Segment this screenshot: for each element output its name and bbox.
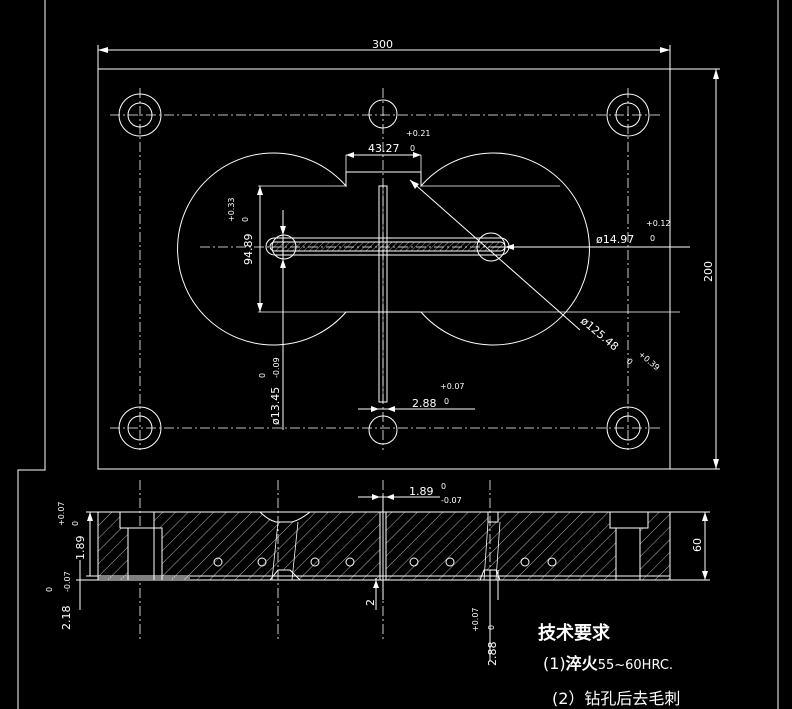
requirement-item-2: (2）钻孔后去毛刺 (552, 689, 680, 708)
dim-bottom: 2.88 (486, 642, 499, 667)
dumbbell-cavity (177, 152, 590, 346)
dim-small-hole-tol-up: -0.09 (272, 357, 281, 378)
dim-left-depth-tol-up: +0.07 (57, 501, 66, 526)
dim-bottom-tol-up: +0.07 (471, 607, 480, 632)
dim-small-hole-tol-low: 0 (258, 373, 267, 378)
dim-slot-height-tol-up: +0.33 (227, 197, 236, 222)
dim-hole-dia-tol-low: 0 (650, 234, 655, 243)
dim-height: 200 (702, 261, 715, 282)
dim-left-bottom-tol-low: -0.07 (63, 571, 72, 592)
dim-channel-tol-low: 0 (444, 397, 449, 406)
dim-section-slot-tol-up: 0 (441, 482, 446, 491)
corner-holes (118, 93, 650, 450)
dim-hole-dia-tol-up: +0.12 (646, 219, 671, 228)
dim-section-slot: 1.89 (409, 485, 434, 498)
dim-width: 300 (372, 38, 393, 51)
dim-channel: 2.88 (412, 397, 437, 410)
dim-hole-dia: ø14.97 (596, 233, 634, 246)
requirements-title: 技术要求 (538, 622, 611, 644)
dim-bottom-tol-low: 0 (487, 625, 496, 630)
req1-prefix: (1) (543, 654, 566, 673)
requirement-item-1: (1)淬火55~60HRC. (543, 654, 673, 673)
section-view (76, 480, 710, 660)
dim-slot-height-tol-low: 0 (241, 217, 250, 222)
dim-small-hole: ø13.45 (269, 387, 282, 425)
dim-channel-tol-up: +0.07 (440, 382, 465, 391)
dim-thickness: 60 (691, 538, 704, 552)
dim-left-bottom-tol-up: 0 (45, 587, 54, 592)
plan-dimension-labels: 300 200 43.27 +0.21 0 94.89 +0.33 0 ø14.… (227, 38, 715, 425)
dim-slot-top-width: 43.27 (368, 142, 400, 155)
dim-big-circle: ø125.48 (578, 314, 621, 353)
drawing-frame (17, 0, 779, 709)
technical-requirements: 技术要求 (1)淬火55~60HRC. (2）钻孔后去毛刺 (538, 622, 680, 708)
dim-slot-top-tol-low: 0 (410, 144, 415, 153)
plan-view (97, 45, 720, 470)
dim-big-circle-tol-up: +0.39 (637, 350, 662, 373)
plate-outline (97, 68, 671, 470)
dim-left-depth-tol-low: 0 (71, 521, 80, 526)
dim-small-gap: 2 (364, 599, 377, 606)
dim-slot-top-tol-up: +0.21 (406, 129, 431, 138)
cooling-holes (213, 557, 557, 567)
dim-left-depth: 1.89 (74, 536, 87, 561)
dim-big-circle-tol-low: 0 (625, 357, 635, 367)
dim-slot-height: 94.89 (242, 234, 255, 266)
dim-section-slot-tol-low: -0.07 (441, 496, 462, 505)
req1-bold: 淬火 (566, 654, 599, 673)
dim-left-bottom: 2.18 (60, 606, 73, 631)
req1-rest: 55~60HRC. (598, 658, 673, 673)
section-body (97, 511, 129, 581)
section-dimension-labels: 60 1.89 0 -0.07 1.89 +0.07 0 2.18 0 -0.0… (45, 482, 704, 666)
